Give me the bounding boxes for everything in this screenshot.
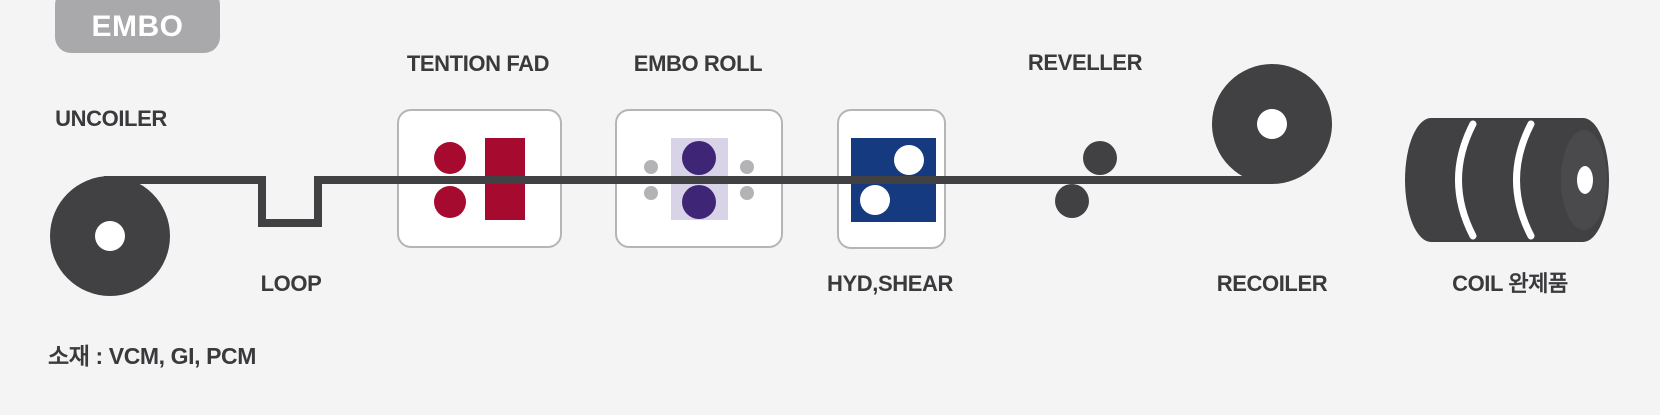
hyd-shear-bottom-circle <box>860 185 890 215</box>
tention-fad-label: TENTION FAD <box>406 51 550 76</box>
recoiler-coil-icon <box>1212 64 1332 184</box>
loop-label: LOOP <box>260 271 322 296</box>
hyd-shear-label: HYD,SHEAR <box>827 271 953 296</box>
finished-coil-label: COIL 완제품 <box>1452 271 1568 296</box>
reveller-label: REVELLER <box>1027 50 1143 75</box>
uncoiler-label: UNCOILER <box>55 106 167 131</box>
embo-badge-label: EMBO <box>91 9 184 43</box>
uncoiler-coil-icon <box>50 176 170 296</box>
embo-badge: EMBO <box>55 0 220 53</box>
hyd-shear-top-circle <box>894 145 924 175</box>
reveller-rolls-icon <box>1055 141 1117 218</box>
strip-line <box>104 176 1272 227</box>
embo-roll-label: EMBO ROLL <box>633 51 763 76</box>
finished-coil-icon <box>1405 118 1609 242</box>
material-footnote: 소재 : VCM, GI, PCM <box>48 343 257 369</box>
embo-roll-rolls-icon <box>682 141 716 219</box>
embo-roll-idler-rolls-icon <box>644 160 754 200</box>
recoiler-label: RECOILER <box>1216 271 1328 296</box>
